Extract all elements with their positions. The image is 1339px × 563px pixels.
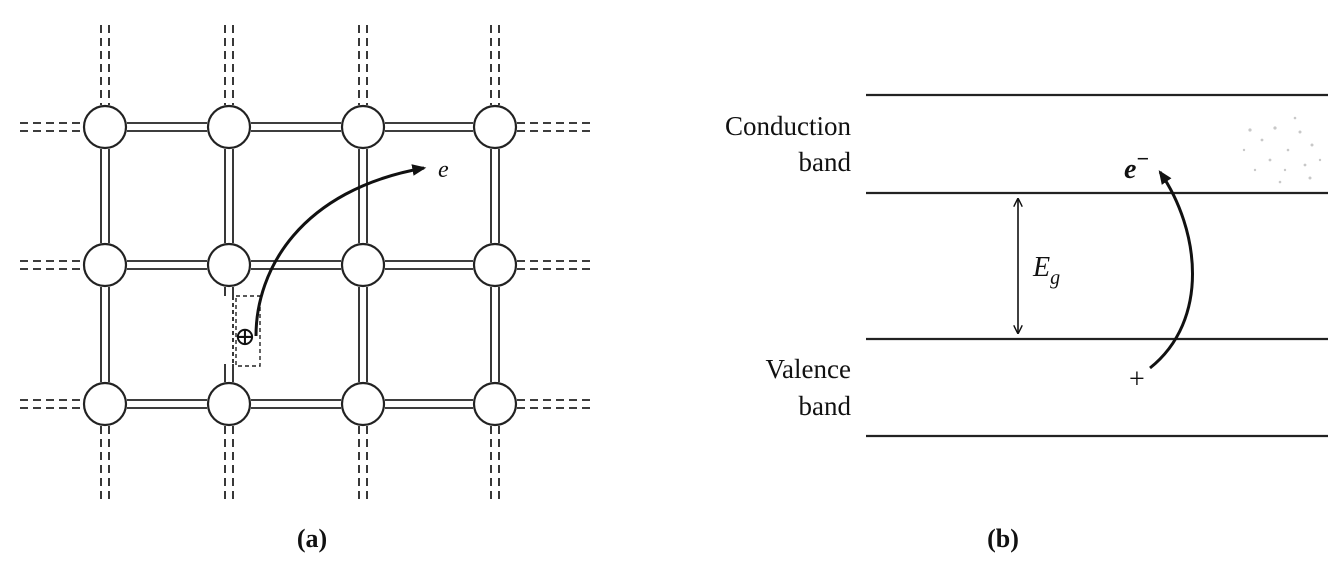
atom (472, 381, 518, 427)
electron-symbol-b: e (1124, 154, 1136, 185)
atoms (82, 104, 518, 427)
atom (340, 242, 386, 288)
excitation-arrow (1149, 170, 1194, 370)
band-gap-label: Eg (1032, 252, 1060, 289)
panel-b-band-diagram: Conduction band Valence band Eg e− + (b) (725, 93, 1328, 553)
atom (472, 104, 518, 150)
atom (340, 381, 386, 427)
hole-symbol: ⊕ (234, 322, 256, 351)
band-gap-symbol: E (1032, 252, 1050, 283)
electron-label-a: e (438, 157, 449, 183)
electron-label-b: e− (1124, 146, 1149, 185)
atom (340, 104, 386, 150)
atom (82, 242, 128, 288)
conduction-band-label-line1: Conduction (725, 111, 851, 141)
conduction-band-label-line2: band (799, 147, 852, 177)
atom (206, 381, 252, 427)
atom (206, 104, 252, 150)
atom (82, 104, 128, 150)
band-gap-subscript: g (1050, 267, 1060, 289)
electron-escape-arrow (254, 164, 427, 337)
valence-band-label-line1: Valence (766, 354, 851, 384)
dangling-bonds (20, 25, 595, 500)
caption-b: (b) (987, 524, 1019, 553)
valence-band-label-line2: band (799, 391, 852, 421)
atom (472, 242, 518, 288)
electron-charge-b: − (1136, 146, 1149, 171)
vertical-bonds (100, 149, 500, 382)
caption-a: (a) (297, 524, 327, 553)
horizontal-bonds (127, 122, 473, 409)
hole-label-b: + (1129, 364, 1145, 395)
panel-a-lattice: ⊕ e (a) (20, 25, 595, 553)
broken-bond-box (235, 295, 261, 367)
atom (82, 381, 128, 427)
electron-speckle (1242, 116, 1322, 184)
atom (206, 242, 252, 288)
